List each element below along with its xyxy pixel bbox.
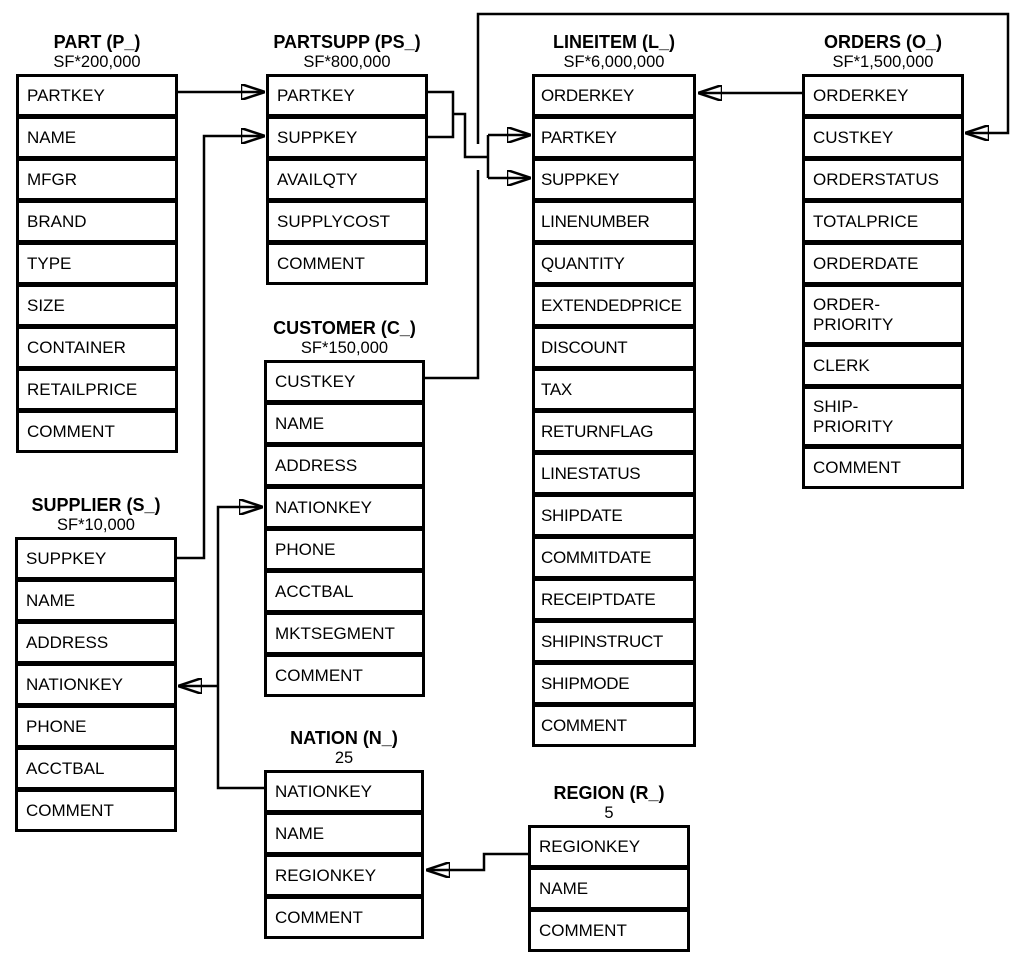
table-row: COMMENT [15, 789, 177, 832]
table-row: NATIONKEY [264, 486, 425, 529]
table-row: COMMENT [264, 896, 424, 939]
table-header: NATION (N_) 25 [234, 728, 454, 768]
table-title: REGION (R_) [553, 783, 665, 803]
table-row: SUPPLYCOST [266, 200, 428, 243]
table-header: SUPPLIER (S_) SF*10,000 [0, 495, 206, 535]
table-title: PART (P_) [53, 32, 141, 52]
table-cardinality: SF*10,000 [57, 516, 135, 534]
table-row: ADDRESS [264, 444, 425, 487]
table-row: SHIPMODE [532, 662, 696, 705]
fk-line-region-regionkey-to-nation-regionkey [427, 852, 528, 870]
table-row: SHIPDATE [532, 494, 696, 537]
table-cardinality: SF*200,000 [53, 53, 141, 71]
table-row: DISCOUNT [532, 326, 696, 369]
table-row: LINENUMBER [532, 200, 696, 243]
table-row: SHIP- PRIORITY [802, 386, 964, 447]
table-cardinality: SF*150,000 [300, 339, 389, 357]
table-row: NAME [528, 867, 690, 910]
table-row: COMMENT [264, 654, 425, 697]
table-row: RETAILPRICE [16, 368, 178, 411]
table-supplier: SUPPLIER (S_) SF*10,000 SUPPKEY NAME ADD… [15, 495, 177, 832]
table-row: ACCTBAL [264, 570, 425, 613]
table-orders: ORDERS (O_) SF*1,500,000 ORDERKEY CUSTKE… [802, 32, 964, 489]
table-title: SUPPLIER (S_) [31, 495, 161, 515]
table-row: NATIONKEY [15, 663, 177, 706]
table-row: PARTKEY [16, 74, 178, 117]
table-row: CONTAINER [16, 326, 178, 369]
table-header: REGION (R_) 5 [499, 783, 719, 823]
table-row: CUSTKEY [264, 360, 425, 403]
table-row: SUPPKEY [15, 537, 177, 580]
table-row: ACCTBAL [15, 747, 177, 790]
table-title: LINEITEM (L_) [553, 32, 675, 52]
table-header: ORDERS (O_) SF*1,500,000 [773, 32, 993, 72]
table-row: NATIONKEY [264, 770, 424, 813]
table-row: ORDERSTATUS [802, 158, 964, 201]
table-row: NAME [264, 402, 425, 445]
table-row: REGIONKEY [528, 825, 690, 868]
table-header: LINEITEM (L_) SF*6,000,000 [504, 32, 724, 72]
table-row: ORDERDATE [802, 242, 964, 285]
table-row: COMMENT [16, 410, 178, 453]
table-header: PARTSUPP (PS_) SF*800,000 [237, 32, 457, 72]
table-cardinality: 25 [334, 749, 354, 767]
table-row: TAX [532, 368, 696, 411]
table-row: BRAND [16, 200, 178, 243]
table-row: RETURNFLAG [532, 410, 696, 453]
table-row: QUANTITY [532, 242, 696, 285]
table-row: COMMENT [532, 704, 696, 747]
fk-bracket-stem [453, 112, 488, 159]
table-title: PARTSUPP (PS_) [273, 32, 421, 52]
table-customer: CUSTOMER (C_) SF*150,000 CUSTKEY NAME AD… [264, 318, 425, 697]
table-row: PHONE [264, 528, 425, 571]
table-row: SUPPKEY [532, 158, 696, 201]
table-row: SIZE [16, 284, 178, 327]
table-region: REGION (R_) 5 REGIONKEY NAME COMMENT [528, 783, 690, 952]
table-lineitem: LINEITEM (L_) SF*6,000,000 ORDERKEY PART… [532, 32, 696, 747]
table-partsupp: PARTSUPP (PS_) SF*800,000 PARTKEY SUPPKE… [266, 32, 428, 285]
table-header: CUSTOMER (C_) SF*150,000 [235, 318, 455, 358]
table-row: ORDERKEY [802, 74, 964, 117]
table-row: AVAILQTY [266, 158, 428, 201]
table-row: TOTALPRICE [802, 200, 964, 243]
table-row: COMMENT [266, 242, 428, 285]
table-row: ADDRESS [15, 621, 177, 664]
table-title: CUSTOMER (C_) [273, 318, 416, 338]
table-row: RECEIPTDATE [532, 578, 696, 621]
table-cardinality: 5 [604, 804, 614, 822]
table-row: ORDER- PRIORITY [802, 284, 964, 345]
table-row: ORDERKEY [532, 74, 696, 117]
table-row: NAME [15, 579, 177, 622]
table-row: MKTSEGMENT [264, 612, 425, 655]
fk-bracket-partsupp-keys [428, 90, 455, 139]
table-cardinality: SF*800,000 [303, 53, 391, 71]
table-header: PART (P_) SF*200,000 [0, 32, 207, 72]
table-row: CUSTKEY [802, 116, 964, 159]
table-row: EXTENDEDPRICE [532, 284, 696, 327]
table-row: TYPE [16, 242, 178, 285]
table-row: COMMITDATE [532, 536, 696, 579]
table-row: CLERK [802, 344, 964, 387]
table-title: NATION (N_) [290, 728, 398, 748]
table-nation: NATION (N_) 25 NATIONKEY NAME REGIONKEY … [264, 728, 424, 939]
table-row: REGIONKEY [264, 854, 424, 897]
table-row: PARTKEY [266, 74, 428, 117]
table-row: COMMENT [528, 909, 690, 952]
table-cardinality: SF*6,000,000 [563, 53, 665, 71]
table-row: SHIPINSTRUCT [532, 620, 696, 663]
table-row: NAME [16, 116, 178, 159]
table-row: COMMENT [802, 446, 964, 489]
table-row: NAME [264, 812, 424, 855]
table-title: ORDERS (O_) [823, 32, 942, 52]
table-row: LINESTATUS [532, 452, 696, 495]
table-row: MFGR [16, 158, 178, 201]
table-row: PARTKEY [532, 116, 696, 159]
table-part: PART (P_) SF*200,000 PARTKEY NAME MFGR B… [16, 32, 178, 453]
table-row: SUPPKEY [266, 116, 428, 159]
table-cardinality: SF*1,500,000 [832, 53, 934, 71]
table-row: PHONE [15, 705, 177, 748]
